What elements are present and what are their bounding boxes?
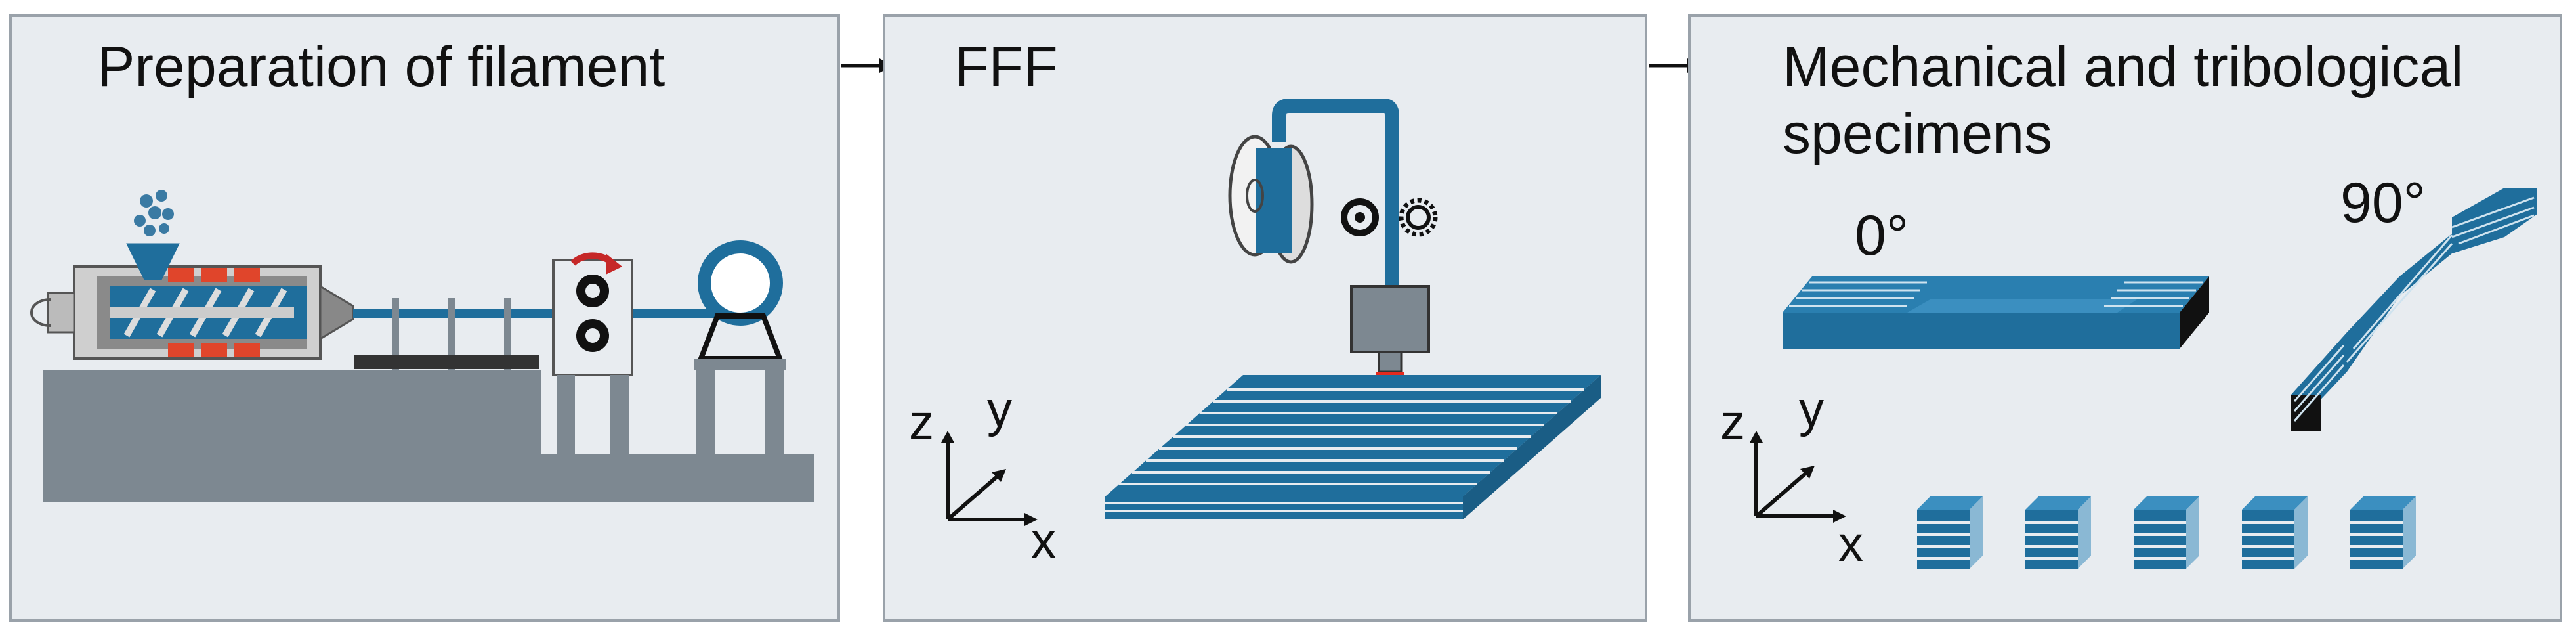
extrusion-die [319,284,354,341]
z-arrowhead-icon [941,431,954,443]
printed-part-side [1463,375,1601,519]
winding-spool [698,240,783,326]
filament-path [1272,99,1399,286]
tribology-cube [1917,496,1983,569]
hopper [126,243,180,280]
heater-bands [168,268,260,357]
winder-legs [696,370,784,454]
axis-label-z-2: z [1720,395,1745,451]
coordinate-axes-specimens [1754,441,1835,518]
panel-specimens: Mechanical and tribological specimens 0°… [1688,14,2562,622]
axis-label-x: x [1031,513,1056,569]
x-arrowhead-icon [1024,513,1038,526]
specimens-illustration [1750,188,2537,569]
panel-title-fff: FFF [954,35,1058,99]
tribology-specimens [1917,496,2416,569]
drive-wheel [1341,198,1379,236]
rotation-arrowhead-icon [606,253,622,275]
heat-block [1378,351,1403,373]
z-arrowhead-icon-2 [1750,431,1763,443]
extrusion-line-illustration [30,190,814,502]
y-arrowhead-icon-2 [1800,466,1815,479]
panel-title-specimens-line2: specimens [1783,102,2053,165]
tribology-cube [2350,496,2416,569]
printed-part-front [1105,496,1463,519]
drive-wheel-hub [1355,212,1365,223]
axis-label-x-2: x [1838,516,1863,572]
tribology-cube [2134,496,2199,569]
axis-label-z: z [909,395,934,451]
tribology-cube [2025,496,2091,569]
tensile-specimen-0deg [1783,276,2209,349]
panel-filament-preparation: Preparation of filament [9,14,840,622]
drive-gear-icon [1399,198,1438,237]
coordinate-axes [946,441,1026,521]
drive-shaft [30,298,52,327]
orientation-label-90: 90° [2340,171,2426,234]
filament-strand [353,309,734,318]
puller-legs [557,375,629,454]
puller-base [540,454,814,502]
winder-plate [694,359,786,370]
conveyor-posts [392,298,511,370]
screw-shaft [110,307,294,318]
panel-title-filament: Preparation of filament [97,35,665,99]
spool-hub [1246,179,1264,213]
granules [134,190,174,236]
puller-roll-bottom [576,319,609,352]
orientation-label-0: 0° [1855,204,1909,267]
hot-end [1350,285,1430,353]
panel-title-specimens-line1: Mechanical and tribological [1783,35,2464,99]
extruder-base [43,370,541,502]
x-arrowhead-icon-2 [1833,510,1846,523]
fff-printer-illustration [941,99,1601,526]
y-arrowhead-icon [992,469,1006,482]
drive-gear-inner [1406,205,1431,230]
tribology-cube [2242,496,2308,569]
axis-label-y-2: y [1799,382,1824,437]
cooling-bath [354,355,539,369]
puller-roll-top [576,275,609,307]
tensile-specimen-90deg [2291,188,2537,431]
deposited-layers [1105,388,1584,512]
axis-label-y: y [987,382,1012,437]
panel-fff: FFF [883,14,1647,622]
drive-housing [47,292,75,334]
